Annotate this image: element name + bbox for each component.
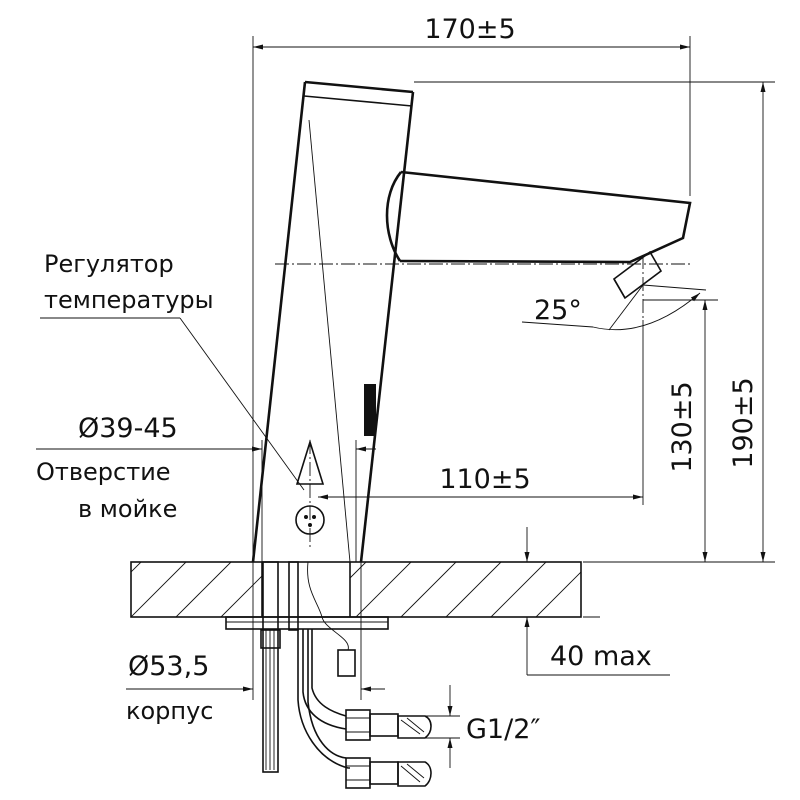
dim-hole-diameter-label: Ø39-45 xyxy=(78,413,178,444)
dim-spout-height-label: 130±5 xyxy=(667,381,698,472)
body-word-label: корпус xyxy=(126,697,214,725)
dim-overall-height-label: 190±5 xyxy=(728,377,759,468)
dim-spout-height: 130±5 xyxy=(643,299,718,562)
sensor-plug xyxy=(337,649,356,677)
mounting-assembly xyxy=(225,561,432,789)
dim-spout-angle-label: 25° xyxy=(534,295,582,326)
dim-countertop-max: 40 max xyxy=(524,527,670,676)
center-lines xyxy=(275,255,690,548)
temperature-regulator-label-1: Регулятор xyxy=(44,250,174,278)
dim-spout-reach-label: 110±5 xyxy=(439,464,530,495)
dim-overall-height: 190±5 xyxy=(414,81,775,563)
dim-overall-width-label: 170±5 xyxy=(424,14,515,45)
hose-cold xyxy=(297,629,350,769)
sensor-cable xyxy=(307,561,349,651)
dim-hole-diameter: Ø39-45 xyxy=(36,413,376,562)
sensor-window xyxy=(364,384,376,436)
hose-fitting-top xyxy=(345,709,432,741)
hose-hot xyxy=(302,629,347,730)
dim-connection-thread-label: G1/2″ xyxy=(466,714,540,745)
mounting-plate xyxy=(225,616,389,630)
temperature-regulator-label-2: температуры xyxy=(44,286,214,314)
dim-body-diameter: Ø53,5 корпус xyxy=(126,562,385,725)
regulator-knob xyxy=(295,505,325,535)
dim-spout-angle: 25° xyxy=(521,284,707,331)
sink-hole-label-2: в мойке xyxy=(78,495,177,523)
dim-connection-thread: G1/2″ xyxy=(398,685,540,768)
sink-hole-label-1: Отверстие xyxy=(36,458,171,486)
threaded-stud xyxy=(262,561,279,773)
hose-fitting-bottom xyxy=(345,757,432,789)
dim-spout-reach: 110±5 xyxy=(318,320,644,505)
dim-body-diameter-label: Ø53,5 xyxy=(128,651,209,682)
dim-countertop-max-label: 40 max xyxy=(550,641,652,672)
dim-overall-width: 170±5 xyxy=(252,14,691,556)
temperature-regulator-callout: Регулятор температуры xyxy=(40,250,325,535)
countertop-slab xyxy=(130,561,582,618)
